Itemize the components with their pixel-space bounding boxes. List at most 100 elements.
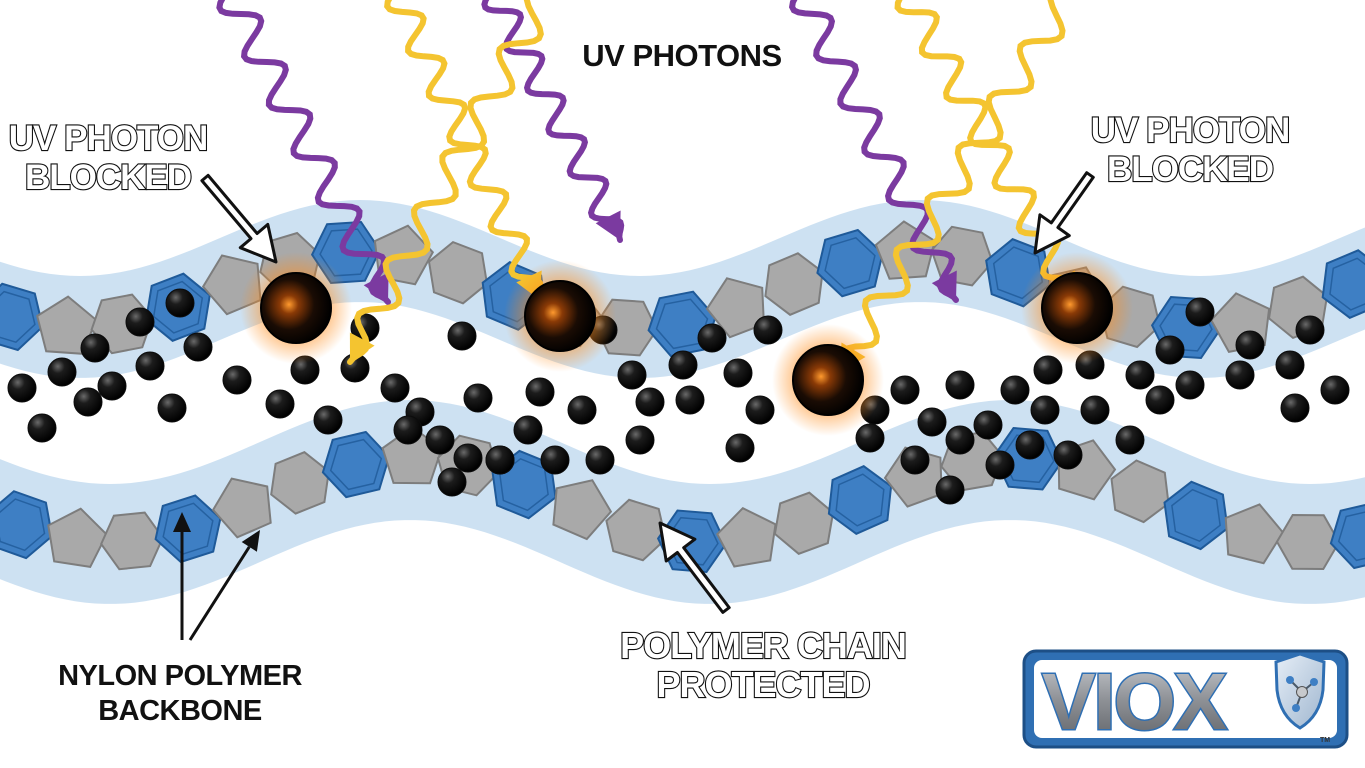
yellow-uv-wave-icon xyxy=(384,0,544,303)
bottom-chain-ring-inner-bond xyxy=(162,502,214,556)
bottom-chain-amide-ring xyxy=(716,506,777,568)
carbon-black-particle xyxy=(745,395,775,425)
carbon-black-particle xyxy=(73,387,103,417)
purple-uv-wave-icon xyxy=(481,0,625,243)
absorbed-photon-core xyxy=(1041,272,1113,344)
bottom-chain-amide-ring xyxy=(270,451,330,515)
carbon-black-particle xyxy=(617,360,647,390)
carbon-black-particle xyxy=(945,370,975,400)
carbon-black-particle xyxy=(425,425,455,455)
carbon-black-particle xyxy=(380,373,410,403)
top-chain-amide-ring xyxy=(36,295,98,355)
bottom-chain-ring-inner-bond xyxy=(1171,488,1221,543)
carbon-black-particle xyxy=(697,323,727,353)
carbon-black-particle xyxy=(973,410,1003,440)
carbon-black-particle xyxy=(125,307,155,337)
bottom-chain-ring-inner-bond xyxy=(1337,511,1365,562)
bottom-chain-amide-ring xyxy=(552,479,613,541)
yellow-uv-wave-icon xyxy=(347,0,544,365)
molecule-shield-icon xyxy=(1274,652,1326,730)
blocked-left-callout-arrow xyxy=(200,173,278,264)
carbon-black-particle xyxy=(1175,370,1205,400)
carbon-black-particle xyxy=(753,315,783,345)
bottom-chain-amide-ring xyxy=(605,498,667,562)
carbon-black-particle xyxy=(668,350,698,380)
bottom-chain-amide-ring xyxy=(100,511,164,571)
viox-logo: VIOX TM xyxy=(1022,649,1349,749)
carbon-black-particle xyxy=(625,425,655,455)
blocked-left-label: UV PHOTON xyxy=(9,119,207,158)
bottom-chain-benzene-ring xyxy=(1329,503,1365,570)
carbon-black-particle xyxy=(1015,430,1045,460)
bottom-chain-amide-ring xyxy=(211,477,272,539)
top-chain-ring-inner-bond xyxy=(319,228,373,277)
carbon-black-particle xyxy=(935,475,965,505)
carbon-black-particle xyxy=(1295,315,1325,345)
carbon-black-particle xyxy=(1225,360,1255,390)
carbon-black-particle xyxy=(7,373,37,403)
carbon-black-particle xyxy=(890,375,920,405)
carbon-black-particle xyxy=(1053,440,1083,470)
carbon-black-particle xyxy=(463,383,493,413)
blocked-right-callout-arrow xyxy=(1033,171,1095,255)
carbon-black-particle xyxy=(525,377,555,407)
carbon-black-particle xyxy=(393,415,423,445)
backbone-arrow-left-head xyxy=(173,512,191,532)
carbon-black-particle xyxy=(135,351,165,381)
bottom-chain-amide-ring xyxy=(773,491,835,555)
carbon-black-particle xyxy=(1080,395,1110,425)
bottom-chain-ring-inner-bond xyxy=(835,473,885,527)
absorbed-photons xyxy=(240,252,1133,436)
carbon-black-particle xyxy=(47,357,77,387)
carbon-black-particle xyxy=(675,385,705,415)
carbon-black-particle xyxy=(985,450,1015,480)
carbon-black-particle xyxy=(1115,425,1145,455)
carbon-black-particle xyxy=(723,358,753,388)
trademark-mark: TM xyxy=(1320,737,1330,744)
carbon-black-particle xyxy=(437,467,467,497)
carbon-black-particle xyxy=(313,405,343,435)
blocked-right-label: UV PHOTON xyxy=(1091,111,1289,150)
carbon-black-particle xyxy=(945,425,975,455)
top-chain-ring-inner-bond xyxy=(152,280,204,334)
uv-photons-label: UV PHOTONS xyxy=(582,38,781,73)
yellow-uv-wave-icon-arrowhead xyxy=(349,332,375,362)
carbon-black-particle xyxy=(1125,360,1155,390)
top-chain-amide-ring xyxy=(427,240,489,305)
carbon-black-particle xyxy=(1320,375,1350,405)
carbon-black-particle xyxy=(1000,375,1030,405)
carbon-black-particle xyxy=(540,445,570,475)
top-chain-ring-inner-bond xyxy=(0,290,36,344)
purple-uv-wave-icon-arrowhead xyxy=(931,270,957,300)
protected-label: POLYMER CHAIN xyxy=(620,625,906,666)
carbon-black-particle xyxy=(900,445,930,475)
absorbed-photon-core xyxy=(260,272,332,344)
carbon-black-particle xyxy=(585,445,615,475)
top-chain-ring-inner-bond xyxy=(1329,257,1365,311)
purple-uv-wave-icon-arrowhead xyxy=(363,272,389,302)
carbon-black-particle xyxy=(447,321,477,351)
carbon-black-particle xyxy=(27,413,57,443)
purple-uv-wave-icon xyxy=(788,0,959,303)
carbon-black-particle xyxy=(222,365,252,395)
carbon-black-particle xyxy=(1033,355,1063,385)
carbon-black-particle xyxy=(453,443,483,473)
blocked-right-label-2: BLOCKED xyxy=(1107,150,1273,189)
backbone-label: NYLON POLYMER xyxy=(58,660,302,692)
absorbed-photon-core xyxy=(792,344,864,416)
carbon-black-particle xyxy=(635,387,665,417)
carbon-black-particle xyxy=(1235,330,1265,360)
carbon-black-particle xyxy=(725,433,755,463)
carbon-black-particle xyxy=(567,395,597,425)
carbon-black-particle xyxy=(1145,385,1175,415)
logo-text: VIOX xyxy=(1042,657,1227,746)
top-chain-ring-inner-bond xyxy=(824,236,876,290)
top-chain-benzene-ring xyxy=(0,282,44,352)
carbon-black-particle xyxy=(165,288,195,318)
backbone-arrow-right xyxy=(188,546,251,641)
bottom-chain-amide-ring xyxy=(1224,503,1285,565)
carbon-black-particle xyxy=(917,407,947,437)
carbon-black-particle xyxy=(157,393,187,423)
yellow-uv-wave-icon xyxy=(837,0,1066,375)
